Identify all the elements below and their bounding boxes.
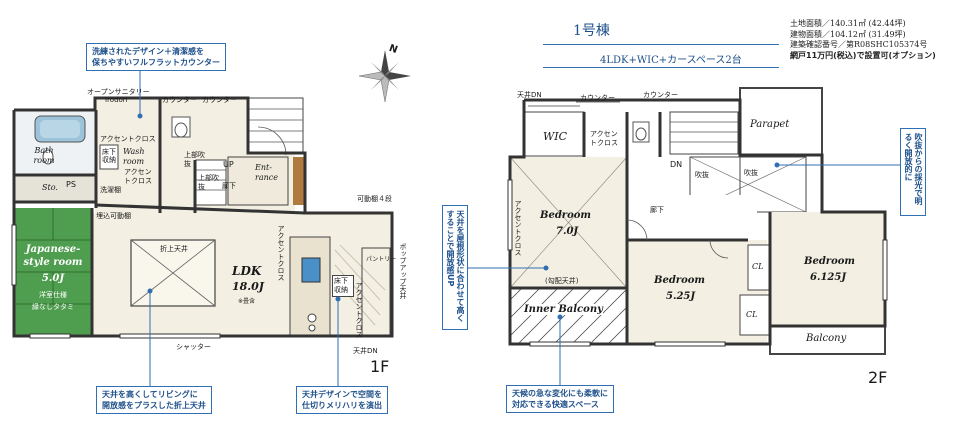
floor1-plan	[11, 96, 394, 339]
hall-label-f2: 廊下	[650, 206, 664, 214]
counter-label-1: カウンター	[162, 96, 197, 104]
bedroom3-label: Bedroom	[804, 256, 855, 267]
f1-storage-floor	[14, 175, 96, 202]
movable-shelf-label: 可動棚４段	[357, 195, 392, 203]
entrance-floor	[227, 156, 289, 206]
recessed-shelf-label: 埋込可動棚	[96, 212, 131, 220]
hall-label-f1: 廊下	[222, 182, 236, 190]
ldk-note: ※畳含	[238, 298, 256, 305]
balcony-label: Balcony	[806, 333, 847, 344]
accent-cloth-label-2: アクセントクロス	[124, 168, 152, 185]
bedroom2-size: 5.25J	[666, 291, 696, 302]
counter-label-2: カウンター	[202, 96, 237, 104]
edgeless-tatami-label: 縁なしタタミ	[32, 303, 74, 311]
f1-outer-wall	[12, 96, 394, 338]
f2-outer-wall	[508, 98, 887, 346]
ldk-label: LDK	[232, 264, 262, 278]
bath-room-label: Bath room	[33, 146, 55, 165]
folded-ceiling-label: 折上天井	[160, 245, 188, 253]
land-area: 土地面積／140.31㎡ (42.44坪)	[790, 19, 906, 28]
ps-label: PS	[66, 180, 76, 189]
entrance-label: Ent-rance	[255, 163, 278, 182]
bedroom1-label: Bedroom	[540, 210, 591, 221]
bedroom1-size: 7.0J	[556, 226, 579, 237]
accent-cloth-label-f2-2: アクセントクロス	[514, 200, 522, 256]
accent-cloth-label-f2-1: アクセントクロス	[590, 130, 618, 147]
entrance-door	[257, 126, 287, 156]
ceiling-dn-label-f2: 天井DN	[517, 91, 542, 99]
permit-number: 建築確認番号／第R08SHC105374号	[790, 40, 928, 49]
wash-room-label: Wash room	[123, 147, 145, 166]
bedroom2-label: Bedroom	[654, 275, 705, 286]
wic-label: WIC	[543, 130, 568, 143]
floor2-label: 2F	[868, 368, 888, 387]
storage-label: Sto.	[42, 183, 58, 192]
popup-ceiling-label: ポップアップ天井	[399, 243, 407, 299]
counter-label-f2-1: カウンター	[580, 94, 615, 102]
wic-room	[523, 111, 585, 157]
header-rule-top	[543, 44, 779, 45]
japanese-room-size: 5.0J	[41, 273, 65, 284]
property-info: 土地面積／140.31㎡ (42.44坪) 建物面積／104.12㎡ (31.4…	[790, 19, 936, 61]
building-area: 建物面積／104.12㎡ (31.49坪)	[790, 29, 906, 39]
layout-summary: 4LDK+WIC+カースペース2台	[600, 55, 742, 66]
compass-icon	[358, 50, 411, 103]
screen-option: 網戸11万円(税込)で設置可(オプション)	[790, 50, 936, 60]
kitchen-sink	[301, 257, 321, 283]
closet-label-2: CL	[746, 310, 758, 319]
bedroom3-size: 6.125J	[810, 272, 847, 283]
bedroom3-floor	[770, 212, 885, 326]
irodori-label: Irodori	[105, 96, 128, 104]
under-storage-label: 床下収納	[332, 275, 354, 297]
wash-basin	[42, 149, 54, 165]
accent-cloth-label-1: アクセントクロス	[100, 135, 156, 143]
upper-atrium-label-1: 上部吹抜	[184, 151, 205, 168]
callout-sloped-ceiling: 天井を屋根形状に合わせて高くすることで開放感UP	[442, 205, 468, 330]
shutter-label: シャッター	[176, 343, 211, 351]
callout-ceiling-design: 天井デザインで空間を 仕切りメリハリを演出	[296, 386, 388, 414]
up-label: UP	[223, 160, 234, 169]
ceiling-dn-label-f1: 天井DN	[353, 347, 378, 355]
dn-label: DN	[670, 160, 683, 169]
pantry-label: パントリー	[366, 256, 397, 263]
callout-inner-balcony: 天候の急な変化にも柔軟に 対応できる快適スペース	[506, 385, 614, 413]
header-rule-bottom	[543, 67, 779, 68]
counter-label-f2-2: カウンター	[643, 91, 678, 99]
building-number: 1号棟	[573, 23, 610, 39]
closet-label-1: CL	[752, 262, 764, 271]
inner-balcony-label: Inner Balcony	[524, 304, 603, 315]
western-finish-label: 洋室仕様	[39, 291, 67, 299]
shoe-shelf	[293, 157, 305, 205]
f2-hall	[627, 195, 757, 240]
callout-atrium-light: 吹抜からの採光で明るく開放的に	[900, 128, 926, 216]
parapet-label: Parapet	[750, 119, 790, 130]
accent-cloth-label-4: アクセントクロス	[355, 282, 363, 338]
accent-cloth-label-3: アクセントクロス	[277, 225, 285, 281]
upper-atrium-label-2: 上部吹抜	[198, 174, 219, 191]
ldk-size: 18.0J	[232, 280, 264, 293]
callout-folded-ceiling: 天井を高くしてリビングに 開放感をプラスした折上天井	[96, 386, 212, 414]
floor-storage-label-1: 床下収納	[102, 148, 116, 164]
atrium-label-1: 吹抜	[695, 171, 709, 179]
open-sanitary-label: オープンサニタリー	[87, 88, 150, 96]
laundry-shelf-label: 洗濯棚	[100, 186, 121, 194]
f2-stairs	[669, 111, 739, 155]
floor1-label: 1F	[370, 357, 390, 376]
closet-2	[739, 294, 771, 336]
stove-burner	[307, 313, 317, 323]
callout-wash-counter: 洗練されたデザイン＋清潔感を 保ちやすいフルフラットカウンター	[86, 43, 226, 71]
japanese-room-label: Japanese-style room	[23, 244, 83, 268]
sloped-ceiling-label: (勾配天井)	[545, 277, 579, 285]
atrium-label-2: 吹抜	[744, 169, 758, 177]
